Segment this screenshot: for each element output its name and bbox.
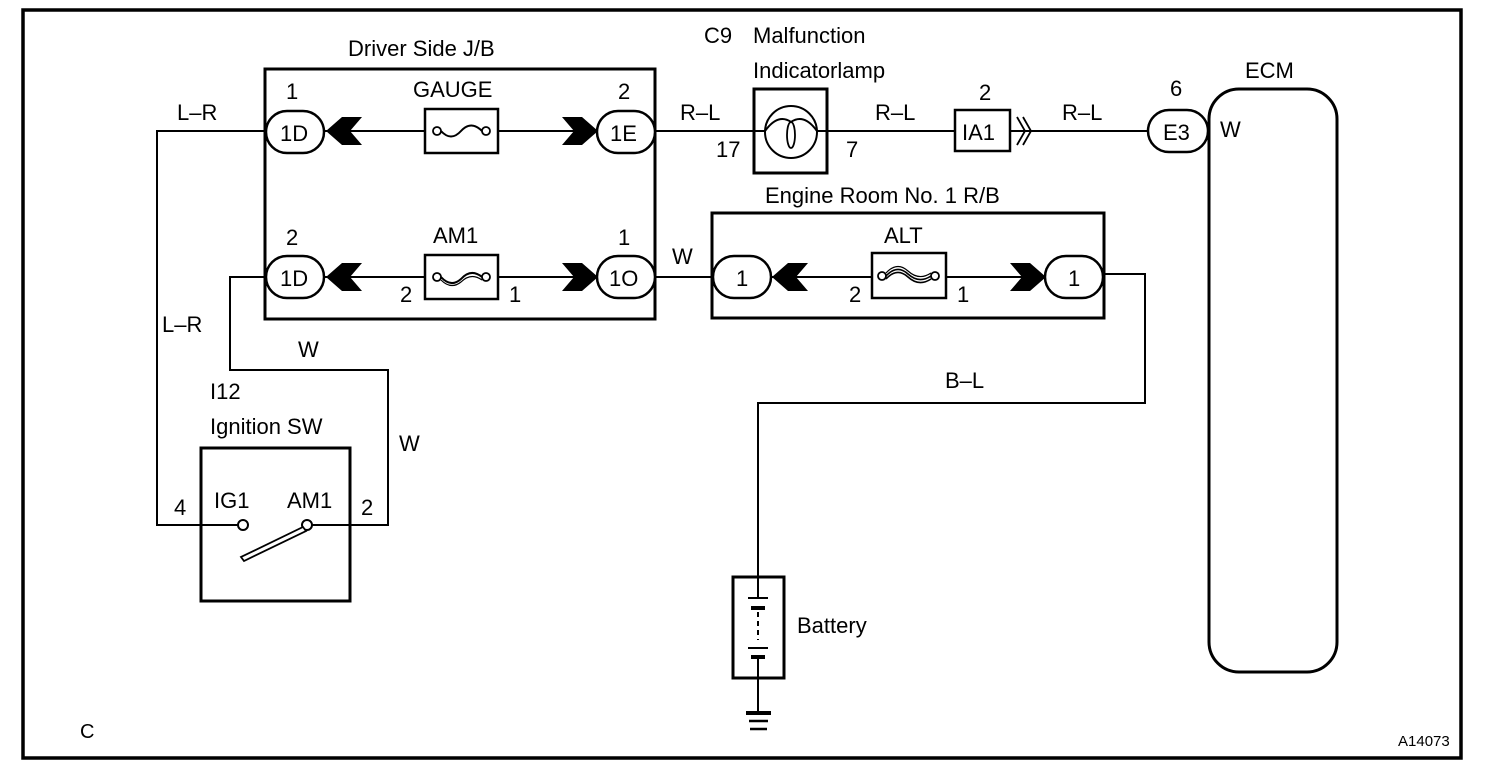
wire-w-am1 (229, 276, 389, 526)
ignition-pin-2: 2 (361, 495, 373, 520)
ignition-switch-title: Ignition SW (210, 414, 323, 439)
battery-label: Battery (797, 613, 867, 638)
engine-rb-box (710, 211, 1106, 320)
am1-fuse-label: AM1 (433, 223, 478, 248)
am1-fuse-pin-left: 2 (400, 282, 412, 307)
wire-b-l (757, 273, 1146, 578)
female-terminal-icon (326, 117, 362, 145)
ia1-pin: 2 (979, 80, 991, 105)
terminal-am1-label: AM1 (287, 488, 332, 513)
driver-side-jb: Driver Side J/B GAUGE 1 1D 2 1E AM1 (263, 36, 657, 321)
wire-color-w-upper: W (298, 337, 319, 362)
male-terminal-icon (562, 263, 598, 291)
ecm-box (1207, 87, 1339, 674)
figure-id: A14073 (1398, 733, 1450, 750)
ecm: ECM 6 E3 W (1146, 58, 1339, 674)
wire-color-jb-to-lamp: R–L (680, 100, 720, 125)
diagram-code: C (80, 721, 94, 743)
pin-1d-top: 1 (286, 79, 298, 104)
ig1-terminal-icon (237, 519, 249, 531)
ia1-connector: 2 IA1 R–L (953, 80, 1148, 153)
ia1-label: IA1 (962, 120, 995, 145)
ignition-switch-box (199, 446, 352, 603)
wire-color-w-right: W (399, 431, 420, 456)
connector-1d-top-label: 1D (280, 121, 308, 146)
malfunction-indicator-lamp: C9 Malfunction Indicatorlamp 17 7 R–L R–… (655, 23, 1028, 175)
rb-connector-left (711, 254, 773, 300)
gauge-fuse-icon (423, 107, 500, 155)
alt-pin-left: 2 (849, 282, 861, 307)
engine-room-rb: Engine Room No. 1 R/B W ALT 2 1 1 1 (655, 183, 1106, 320)
rb-connector-right (1043, 254, 1105, 300)
connector-1e-label: 1E (610, 121, 637, 146)
am1-terminal-icon (301, 519, 313, 531)
wire-color-l-r-top: L–R (177, 100, 217, 125)
ignition-switch: I12 Ignition SW IG1 AM1 4 2 (174, 379, 373, 603)
lamp-pin-17: 17 (716, 137, 740, 162)
pin-1o: 1 (618, 225, 630, 250)
ia1-box (953, 108, 1012, 153)
male-terminal-icon (1010, 263, 1046, 291)
wire-color-ia1-to-ecm: R–L (1062, 100, 1102, 125)
wire-color-l-r-lower: L–R (162, 312, 202, 337)
rb-connector-right-label: 1 (1068, 266, 1080, 291)
lamp-title-line2: Indicatorlamp (753, 58, 885, 83)
alt-fusible-link-icon (870, 251, 948, 300)
am1-fuse-icon (423, 253, 500, 301)
alt-pin-right: 1 (957, 282, 969, 307)
female-terminal-icon (326, 263, 362, 291)
rb-connector-left-label: 1 (736, 266, 748, 291)
pin-1e: 2 (618, 79, 630, 104)
ignition-switch-code: I12 (210, 379, 241, 404)
battery-cell-icon (748, 577, 768, 712)
driver-jb-title: Driver Side J/B (348, 36, 495, 61)
terminal-ig1-label: IG1 (214, 488, 249, 513)
lamp-pin-7: 7 (846, 137, 858, 162)
gauge-fuse-label: GAUGE (413, 77, 492, 102)
switch-contact-icon (239, 525, 308, 563)
ignition-pin-4: 4 (174, 495, 186, 520)
engine-rb-title: Engine Room No. 1 R/B (765, 183, 1000, 208)
diagram-frame (21, 8, 1463, 760)
male-terminal-icon (562, 117, 598, 145)
female-terminal-icon (772, 263, 808, 291)
e3-pin: 6 (1170, 76, 1182, 101)
wire-color-jb-to-rb: W (672, 244, 693, 269)
connector-1o-label: 1O (609, 266, 638, 291)
wire-color-b-l: B–L (945, 368, 984, 393)
wire-color-lamp-to-ia1: R–L (875, 100, 915, 125)
battery: Battery (731, 575, 867, 731)
lamp-code: C9 (704, 23, 732, 48)
ecm-title: ECM (1245, 58, 1294, 83)
driver-jb-box (263, 67, 657, 321)
ecm-wire-color: W (1220, 117, 1241, 142)
connector-1d-bottom-label: 1D (280, 266, 308, 291)
alt-fuse-label: ALT (884, 223, 923, 248)
am1-fuse-pin-right: 1 (509, 282, 521, 307)
left-wiring: L–R L–R W W (156, 100, 420, 526)
connector-e3-label: E3 (1163, 120, 1190, 145)
ground-icon (746, 711, 771, 731)
connector-e3 (1146, 108, 1210, 154)
bulb-icon (754, 105, 827, 159)
lamp-title-line1: Malfunction (753, 23, 866, 48)
pin-1d-bottom: 2 (286, 225, 298, 250)
